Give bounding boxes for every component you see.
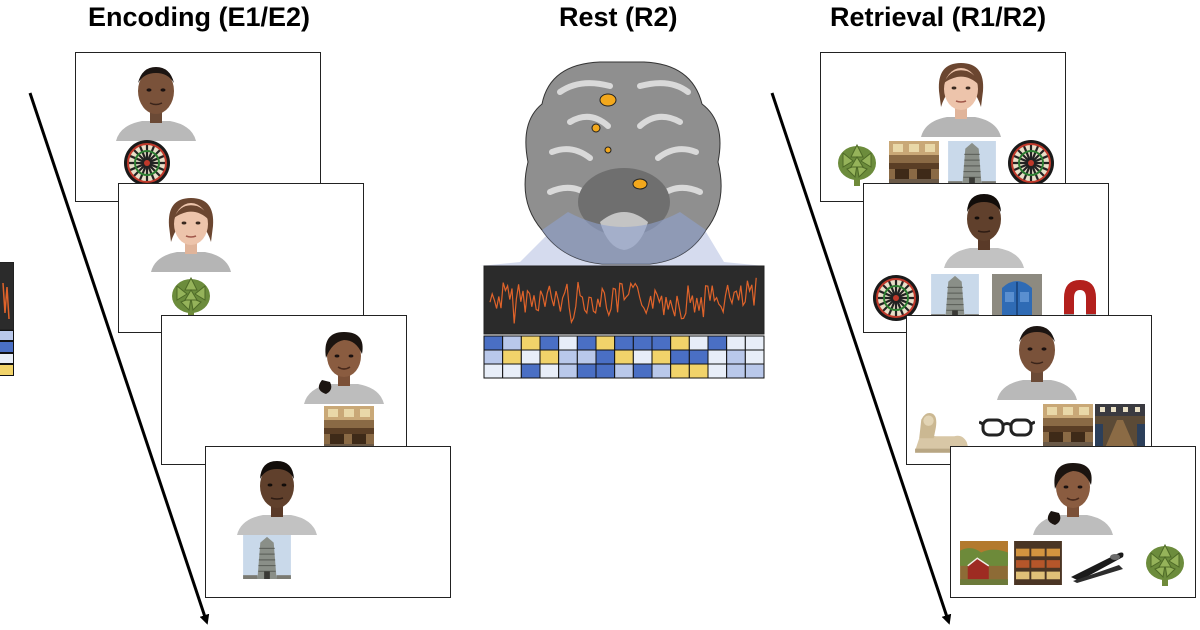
stapler-icon [1069, 543, 1125, 583]
grid-cell [726, 335, 746, 351]
grid-fragment [0, 330, 14, 376]
food-market-photo [1013, 541, 1063, 585]
grid-cell [558, 349, 578, 365]
dartboard-icon [1007, 139, 1055, 187]
retrieval-trial-card [950, 446, 1196, 598]
grid-cell [576, 335, 597, 351]
face-woman-photo [147, 192, 235, 272]
face-man-photo [112, 61, 200, 141]
grid-cell [651, 349, 672, 365]
grid-cell [483, 349, 504, 365]
library-photo [1095, 404, 1145, 448]
grid-cell [614, 335, 634, 351]
encoding-title: Encoding (E1/E2) [88, 2, 311, 32]
grid-cell [614, 349, 634, 365]
grid-cell [539, 335, 560, 351]
artichoke-icon [167, 272, 215, 320]
face-girl-photo [300, 324, 388, 404]
grid-cell [744, 363, 765, 379]
face-man-photo [993, 320, 1081, 400]
restaurant-photo [889, 141, 939, 185]
restaurant-photo [1043, 404, 1093, 448]
eeg-trace-fragment [2, 282, 10, 320]
grid-cell [632, 363, 653, 379]
grid-cell [707, 349, 728, 365]
encoding-trial-card [75, 52, 321, 202]
rest-brain-figure [480, 61, 765, 379]
grid-cell [558, 363, 578, 379]
encoding-trial-card [118, 183, 364, 333]
grid-cell [614, 363, 634, 379]
grid-cell [744, 335, 765, 351]
grid-cell [707, 335, 728, 351]
grid-cell [576, 349, 597, 365]
grid-cell [632, 349, 653, 365]
grid-cell [595, 363, 616, 379]
grid-cell [520, 349, 541, 365]
retrieval-title: Retrieval (R1/R2) [830, 2, 1047, 32]
retrieval-trial-card [906, 315, 1152, 465]
temple-photo [930, 274, 980, 318]
encoding-trial-card [205, 446, 451, 598]
grid-cell [595, 335, 616, 351]
grid-cell [688, 363, 709, 379]
grid-cell [707, 363, 728, 379]
artichoke-icon [833, 139, 881, 187]
grid-cell [670, 335, 690, 351]
grid-cell [670, 363, 690, 379]
retrieval-trial-card [863, 183, 1109, 333]
artichoke-icon [1141, 539, 1189, 587]
grid-cell [651, 335, 672, 351]
grid-cell [726, 363, 746, 379]
pattern-grid [483, 335, 765, 379]
red-barn-photo [959, 541, 1009, 585]
previous-panel-fragment [0, 262, 14, 376]
grid-cell [539, 363, 560, 379]
grid-cell [520, 363, 541, 379]
face-boy-photo [233, 455, 321, 535]
eyeglasses-icon [979, 412, 1035, 442]
grid-cell [595, 349, 616, 365]
restaurant-photo [324, 406, 374, 450]
grid-cell [726, 349, 746, 365]
activation-blobs [591, 93, 648, 190]
temple-photo [242, 535, 292, 579]
face-boy-photo [940, 188, 1028, 268]
grid-cell [502, 349, 522, 365]
grid-cell [520, 335, 541, 351]
face-woman-photo [917, 57, 1005, 137]
encoding-trial-card [161, 315, 407, 465]
grid-cell [483, 335, 504, 351]
blue-door-photo [992, 274, 1042, 318]
grid-cell [670, 349, 690, 365]
grid-cell [483, 363, 504, 379]
eeg-trace [489, 277, 757, 325]
grid-cell [651, 363, 672, 379]
face-girl-photo [1029, 455, 1117, 535]
dartboard-icon [123, 139, 171, 187]
grid-cell [502, 335, 522, 351]
retrieval-trial-card [820, 52, 1066, 202]
grid-cell [539, 349, 560, 365]
grid-cell [502, 363, 522, 379]
temple-photo [947, 141, 997, 185]
grid-cell [632, 335, 653, 351]
grid-cell [688, 335, 709, 351]
grid-cell [576, 363, 597, 379]
rest-title: Rest (R2) [559, 2, 678, 32]
grid-cell [558, 335, 578, 351]
grid-cell [744, 349, 765, 365]
grid-cell [688, 349, 709, 365]
brain-slice [524, 61, 722, 265]
